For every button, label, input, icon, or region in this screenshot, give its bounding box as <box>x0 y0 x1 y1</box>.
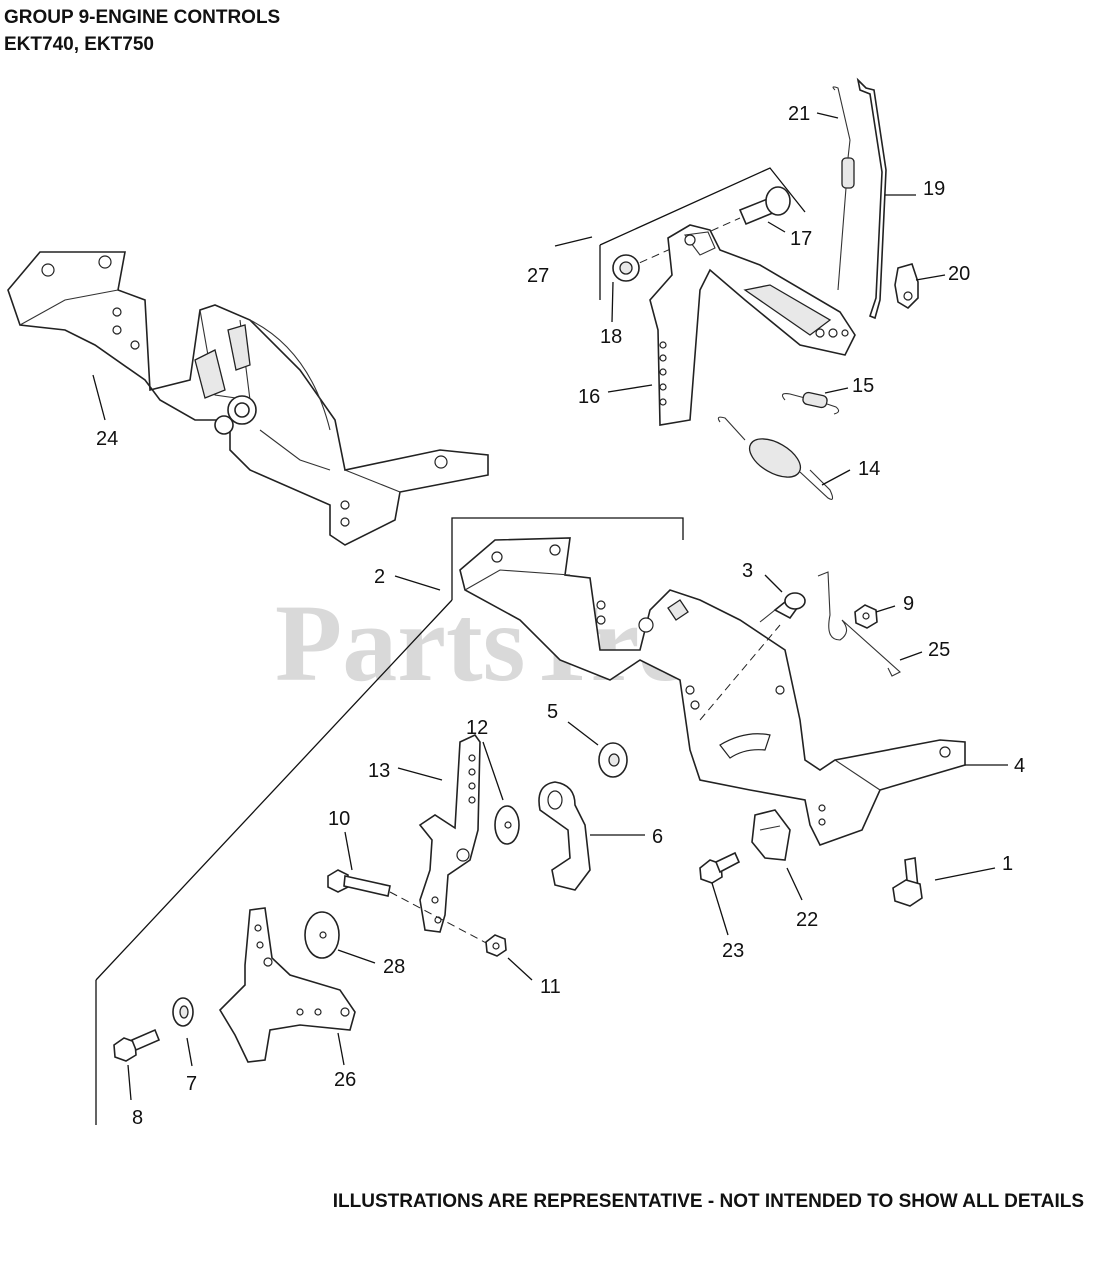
callout-2: 2 <box>374 566 385 588</box>
part-11-nut <box>485 934 507 957</box>
part-24-control-assembly <box>7 251 489 546</box>
part-20-clip <box>894 263 919 310</box>
part-16-throttle-lever <box>649 224 856 426</box>
callout-7: 7 <box>186 1073 197 1095</box>
part-8-bolt <box>113 1028 161 1062</box>
part-28-washer <box>304 911 340 959</box>
part-9-nut <box>854 604 878 629</box>
part-17-pin <box>738 186 791 226</box>
callout-11: 11 <box>540 976 561 998</box>
part-7-washer <box>172 997 194 1027</box>
callout-10: 10 <box>328 808 350 830</box>
callout-18: 18 <box>600 326 622 348</box>
callout-27: 27 <box>527 265 549 287</box>
callout-16: 16 <box>578 386 600 408</box>
callout-28: 28 <box>383 956 405 978</box>
callout-26: 26 <box>334 1069 356 1091</box>
footer-disclaimer: ILLUSTRATIONS ARE REPRESENTATIVE - NOT I… <box>332 1191 1084 1212</box>
callout-19: 19 <box>923 178 945 200</box>
part-25-torsion-spring <box>817 571 901 677</box>
part-5-washer <box>598 742 628 778</box>
part-22-clip <box>751 809 791 861</box>
part-3-bolt <box>759 592 806 623</box>
part-18-washer <box>612 254 640 282</box>
callout-24: 24 <box>96 428 118 450</box>
callout-20: 20 <box>948 263 970 285</box>
page-title: GROUP 9-ENGINE CONTROLS <box>4 7 281 28</box>
callout-21: 21 <box>788 103 810 125</box>
callout-3: 3 <box>742 560 753 582</box>
callout-8: 8 <box>132 1107 143 1129</box>
leader-lines <box>92 112 1008 1101</box>
callout-1: 1 <box>1002 853 1013 875</box>
callout-6: 6 <box>652 826 663 848</box>
group-27-bracket <box>599 167 806 300</box>
callout-13: 13 <box>368 760 390 782</box>
callout-25: 25 <box>928 639 950 661</box>
part-26-lever-bracket <box>218 907 356 1063</box>
model-numbers: EKT740, EKT750 <box>4 34 154 55</box>
callout-22: 22 <box>796 909 818 931</box>
part-6-lever <box>538 781 591 891</box>
callout-17: 17 <box>790 228 812 250</box>
part-14-spring <box>717 416 834 500</box>
part-15-spring <box>781 391 840 415</box>
callout-12: 12 <box>466 717 488 739</box>
group-bracket <box>95 517 684 1125</box>
callout-9: 9 <box>903 593 914 615</box>
callout-15: 15 <box>852 375 874 397</box>
callout-numbers: 1 2 3 4 5 6 7 8 9 10 11 12 13 14 15 16 1… <box>96 103 1025 1129</box>
part-1-bolt <box>892 857 923 907</box>
part-13-arm <box>418 733 481 933</box>
callout-14: 14 <box>858 458 880 480</box>
part-4-control-bracket <box>459 537 966 846</box>
part-12-washer <box>494 805 520 845</box>
callout-5: 5 <box>547 701 558 723</box>
part-10-bolt <box>327 869 491 946</box>
callout-23: 23 <box>722 940 744 962</box>
callout-4: 4 <box>1014 755 1025 777</box>
part-23-bolt <box>699 851 741 884</box>
part-21-spring-rod <box>832 86 855 291</box>
part-19-rod <box>856 77 887 320</box>
